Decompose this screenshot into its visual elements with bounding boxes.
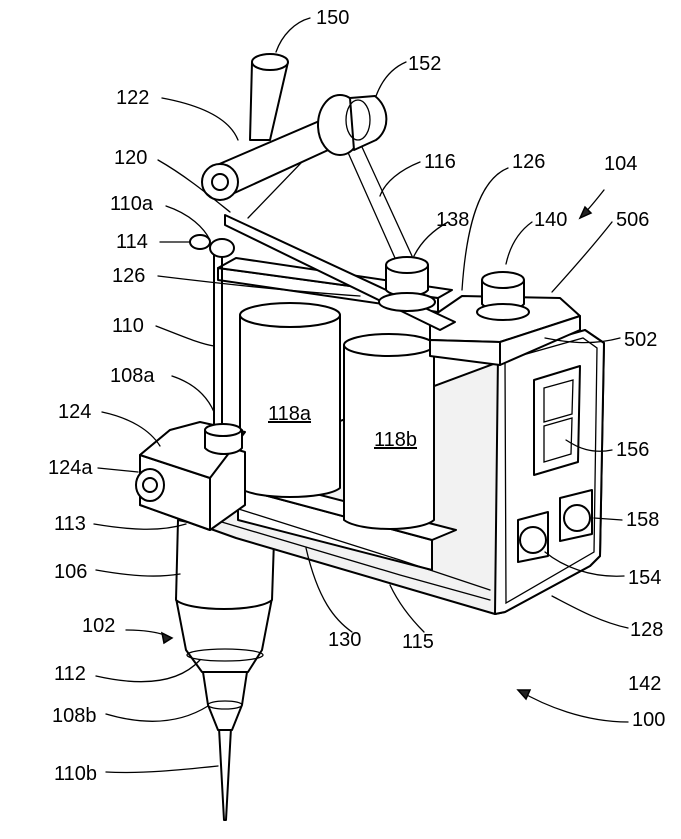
label-158: 158 (626, 509, 659, 531)
label-110: 110 (112, 315, 144, 337)
label-150: 150 (316, 7, 349, 29)
reference-arrows (125, 189, 629, 723)
label-118b: 118b (374, 429, 417, 451)
label-110a: 110a (110, 193, 154, 215)
label-114: 114 (116, 231, 148, 253)
label-138: 138 (436, 209, 469, 231)
binding-posts (378, 256, 530, 321)
label-128: 128 (630, 619, 663, 641)
label-115: 115 (402, 631, 434, 653)
label-156: 156 (616, 439, 649, 461)
label-506: 506 (616, 209, 649, 231)
label-502: 502 (624, 329, 657, 351)
label-113: 113 (54, 513, 86, 535)
label-122: 122 (116, 87, 149, 109)
reference-labels: 150 152 122 120 116 126 104 110a 138 140… (48, 7, 665, 785)
label-110b: 110b (54, 763, 97, 785)
label-102: 102 (82, 615, 115, 637)
label-130: 130 (328, 629, 361, 651)
label-108a: 108a (110, 365, 155, 387)
label-108b: 108b (52, 705, 97, 727)
label-104: 104 (604, 153, 637, 175)
label-154: 154 (628, 567, 661, 589)
label-124a: 124a (48, 457, 93, 479)
label-152: 152 (408, 53, 441, 75)
label-120: 120 (114, 147, 147, 169)
leader-lines (93, 17, 629, 774)
control-panel (517, 365, 593, 563)
label-142: 142 (628, 673, 661, 695)
grip-assembly (175, 519, 275, 821)
label-106: 106 (54, 561, 87, 583)
label-140: 140 (534, 209, 567, 231)
label-116: 116 (424, 151, 456, 173)
label-124: 124 (58, 401, 91, 423)
coils (239, 302, 435, 530)
grip-clamp (135, 421, 246, 531)
label-126-top: 126 (512, 151, 545, 173)
rotary-assembly (201, 53, 388, 201)
label-118a: 118a (268, 403, 312, 425)
label-112: 112 (54, 663, 86, 685)
label-100: 100 (632, 709, 665, 731)
label-126-left: 126 (112, 265, 145, 287)
needle-bar (189, 234, 235, 426)
